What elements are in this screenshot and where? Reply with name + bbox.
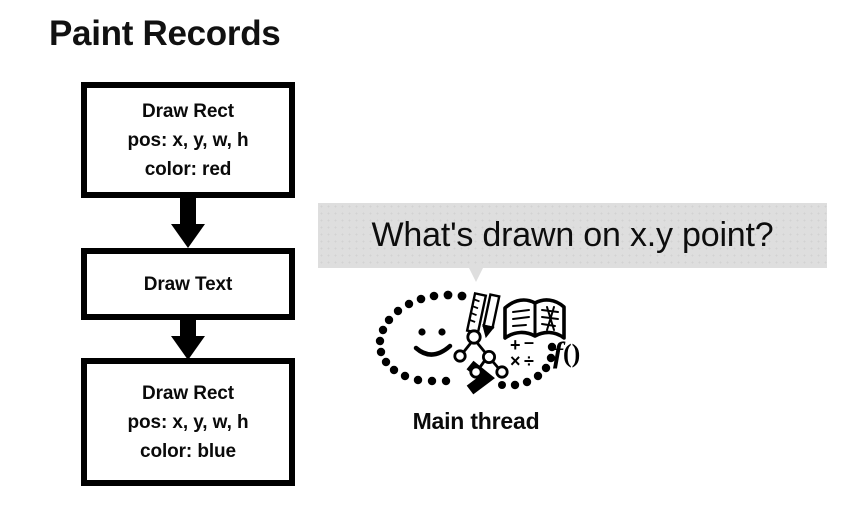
paint-record-box-draw-text: Draw Text	[81, 248, 295, 320]
paint-record-line: color: red	[144, 158, 232, 180]
paint-record-line: Draw Rect	[141, 382, 235, 404]
svg-text:×: ×	[510, 351, 521, 371]
open-book-icon	[503, 298, 566, 340]
paint-record-line: color: blue	[139, 440, 236, 462]
arrow-head	[171, 336, 205, 360]
paint-record-line: pos: x, y, w, h	[127, 129, 249, 151]
speech-bubble-text: What's drawn on x.y point?	[371, 216, 774, 254]
paint-record-box-draw-rect-red: Draw Rect pos: x, y, w, h color: red	[81, 82, 295, 198]
thinking-main-thread-illustration: + – × ÷ f ()	[366, 286, 586, 398]
svg-text:(): ()	[563, 339, 580, 368]
svg-text:–: –	[524, 332, 534, 352]
arrow-shaft	[180, 320, 196, 336]
function-notation-icon: f ()	[553, 336, 580, 369]
paint-record-line: pos: x, y, w, h	[127, 411, 249, 433]
arrow-head	[171, 224, 205, 248]
svg-text:+: +	[510, 335, 521, 355]
speech-bubble: What's drawn on x.y point?	[318, 203, 827, 268]
smiley-face-icon	[413, 328, 453, 357]
main-thread-label: Main thread	[412, 408, 540, 434]
paint-record-line: Draw Rect	[141, 100, 235, 122]
speech-bubble-tail	[469, 268, 483, 282]
svg-text:f: f	[553, 336, 566, 369]
page-title: Paint Records	[49, 14, 281, 53]
flow-arrow-down-icon	[171, 320, 205, 360]
paint-record-line: Draw Text	[143, 273, 233, 295]
paint-record-box-draw-rect-blue: Draw Rect pos: x, y, w, h color: blue	[81, 358, 295, 486]
pencil-icon	[482, 293, 501, 339]
arrow-shaft	[180, 198, 196, 224]
dotted-ellipse-icon	[375, 290, 557, 390]
svg-text:÷: ÷	[524, 351, 534, 371]
tree-diagram-icon	[453, 329, 509, 379]
math-symbols-icon: + – × ÷	[510, 332, 534, 371]
flow-arrow-down-icon	[171, 198, 205, 248]
ruler-icon	[465, 291, 488, 335]
